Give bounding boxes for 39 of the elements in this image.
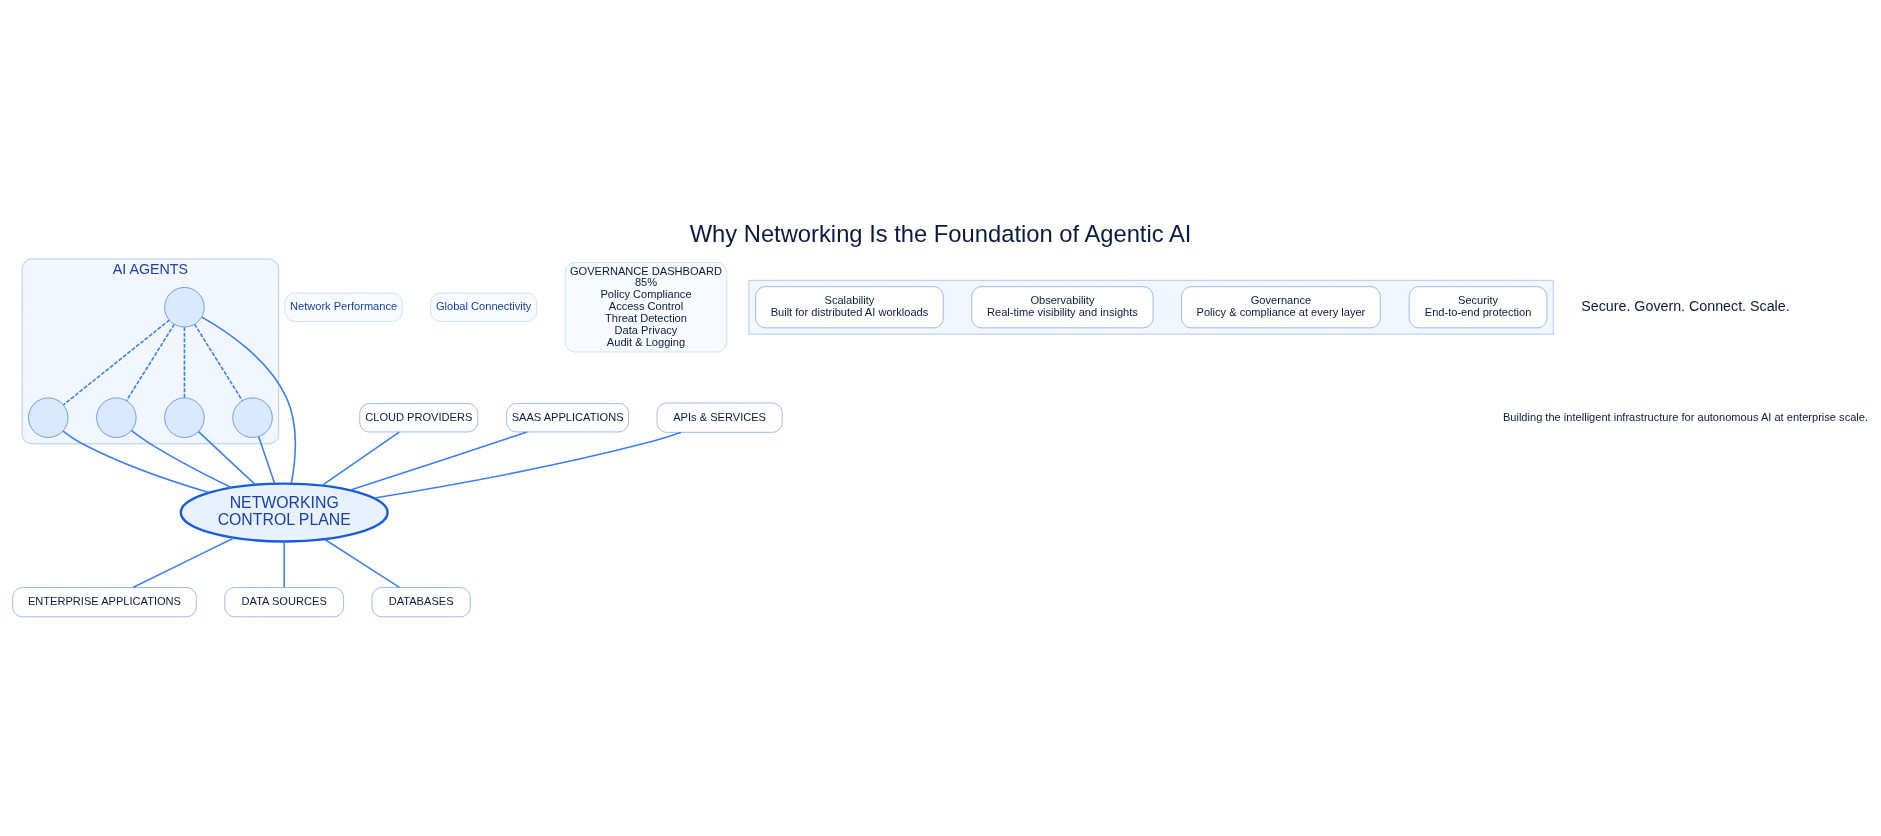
connector [201, 315, 297, 484]
node-circle [28, 397, 69, 438]
node-box: SAAS APPLICATIONS [506, 402, 629, 432]
node-circle [164, 286, 205, 327]
node-box: DATA SOURCES [224, 586, 344, 617]
connector [62, 429, 210, 493]
connector [130, 429, 233, 488]
node-box: Governance Policy & compliance at every layer [1181, 285, 1381, 328]
connector [193, 323, 244, 401]
connector [125, 323, 176, 401]
node-box: Observability Real-time visibility and insights [971, 285, 1154, 328]
node-circle [96, 397, 137, 438]
node-circle [232, 397, 273, 438]
node-ellipse: NETWORKING CONTROL PLANE [179, 481, 389, 543]
connector [349, 430, 528, 491]
connector [197, 430, 256, 485]
node-box: APIs & SERVICES [656, 402, 783, 433]
connector [62, 318, 171, 406]
node-box: GOVERNANCE DASHBOARD 85% Policy Compliance Access Control Threat Detection Data Privacy Audit & Logging [564, 261, 728, 352]
cluster: AI AGENTS [21, 258, 280, 444]
node-box: Security End-to-end protection [1408, 285, 1548, 328]
connector [373, 431, 682, 499]
connector [283, 540, 285, 588]
connector [132, 536, 235, 588]
diagram-title: Why Networking Is the Foundation of Agentic AI [689, 219, 1192, 247]
node-circle [164, 397, 205, 438]
node-box: Network Performance [284, 292, 403, 322]
node-box: Scalability Built for distributed AI workloads [755, 285, 944, 328]
label: Building the intelligent infrastructure for autonomous AI at enterprise scale. [1502, 410, 1869, 423]
node-box: Global Connectivity [430, 292, 538, 322]
label: Secure. Govern. Connect. Scale. [1581, 297, 1790, 314]
cluster [748, 279, 1554, 335]
node-box: CLOUD PROVIDERS [359, 402, 479, 432]
connector [321, 430, 400, 486]
node-box: DATABASES [371, 586, 471, 617]
node-box: ENTERPRISE APPLICATIONS [12, 586, 197, 617]
connector [257, 435, 276, 484]
connector [183, 325, 186, 399]
connector [324, 538, 401, 588]
